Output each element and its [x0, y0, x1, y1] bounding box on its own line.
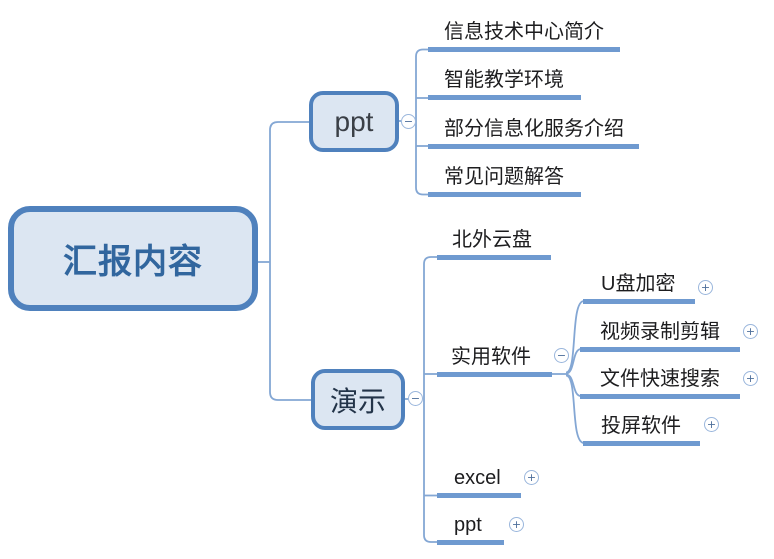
- topic-excel[interactable]: excel: [437, 462, 521, 498]
- topic-ppt-sub[interactable]: ppt: [437, 509, 504, 545]
- collapse-icon[interactable]: −: [408, 391, 423, 406]
- topic-useful-software[interactable]: 实用软件: [437, 341, 552, 377]
- collapse-icon[interactable]: −: [401, 114, 416, 129]
- topic-video-record-edit[interactable]: 视频录制剪辑: [580, 316, 740, 352]
- topic-label: 常见问题解答: [444, 166, 564, 188]
- topic-label: 北外云盘: [452, 229, 532, 251]
- topic-cloud-disk[interactable]: 北外云盘: [437, 224, 551, 260]
- connector-software-cast: [565, 374, 585, 444]
- expand-glyph: +: [700, 281, 711, 294]
- topic-info-services[interactable]: 部分信息化服务介绍: [428, 113, 639, 149]
- topic-label: 实用软件: [451, 346, 531, 368]
- topic-label: 视频录制剪辑: [600, 321, 720, 343]
- expand-glyph: +: [745, 372, 756, 385]
- connector-demo-trunk: [423, 256, 437, 543]
- topic-label: 文件快速搜索: [600, 368, 720, 390]
- expand-icon[interactable]: +: [524, 470, 539, 485]
- topic-label: 投屏软件: [601, 415, 681, 437]
- topic-label: U盘加密: [601, 273, 676, 295]
- collapse-glyph: −: [403, 115, 414, 128]
- topic-demo-branch-label: 演示: [329, 385, 386, 417]
- expand-icon[interactable]: +: [743, 371, 758, 386]
- expand-icon[interactable]: +: [743, 324, 758, 339]
- expand-glyph: +: [745, 325, 756, 338]
- root-topic-label: 汇报内容: [63, 243, 203, 281]
- topic-it-center-intro[interactable]: 信息技术中心简介: [428, 16, 620, 52]
- expand-icon[interactable]: +: [509, 517, 524, 532]
- topic-usb-encryption[interactable]: U盘加密: [583, 268, 695, 304]
- topic-fast-file-search[interactable]: 文件快速搜索: [580, 363, 740, 399]
- expand-glyph: +: [706, 418, 717, 431]
- connector-software-usb: [565, 300, 585, 374]
- connector-software-video: [565, 348, 582, 375]
- expand-glyph: +: [526, 471, 537, 484]
- connector-software-search: [565, 373, 582, 397]
- connector-root-to-demo: [269, 262, 311, 401]
- expand-icon[interactable]: +: [698, 280, 713, 295]
- expand-glyph: +: [511, 518, 522, 531]
- topic-ppt-branch-label: ppt: [334, 105, 374, 137]
- topic-ppt-branch[interactable]: ppt: [309, 91, 399, 152]
- collapse-glyph: −: [556, 349, 567, 362]
- root-topic[interactable]: 汇报内容: [8, 206, 258, 311]
- collapse-icon[interactable]: −: [554, 348, 569, 363]
- connector-root-to-ppt: [269, 121, 309, 262]
- topic-label: 信息技术中心简介: [444, 21, 604, 43]
- topic-label: excel: [454, 467, 501, 489]
- topic-label: ppt: [454, 514, 482, 536]
- topic-smart-teaching[interactable]: 智能教学环境: [428, 64, 581, 100]
- connector-ppt-trunk: [415, 48, 428, 196]
- topic-demo-branch[interactable]: 演示: [311, 369, 405, 430]
- topic-screen-cast[interactable]: 投屏软件: [583, 410, 700, 446]
- topic-label: 智能教学环境: [444, 69, 564, 91]
- expand-icon[interactable]: +: [704, 417, 719, 432]
- topic-label: 部分信息化服务介绍: [444, 118, 624, 140]
- topic-faq[interactable]: 常见问题解答: [428, 161, 581, 197]
- collapse-glyph: −: [410, 392, 421, 405]
